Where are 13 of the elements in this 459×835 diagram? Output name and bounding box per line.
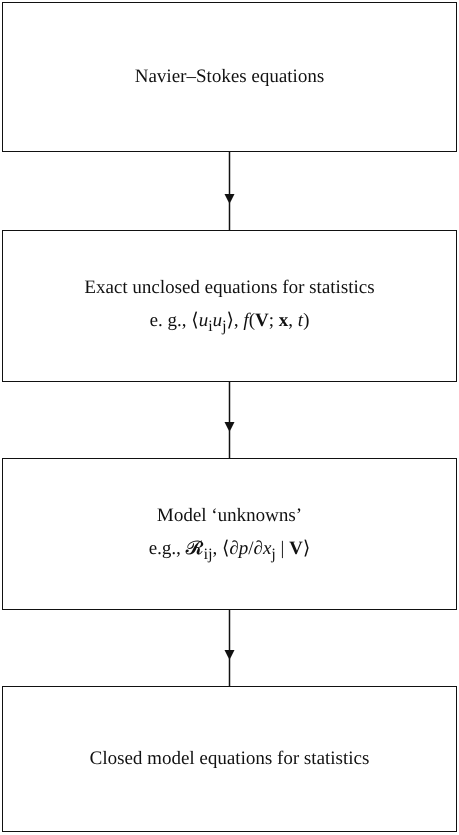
arrow bbox=[224, 610, 234, 686]
process-box bbox=[2, 2, 457, 152]
process-box bbox=[2, 458, 457, 610]
box-title: Navier–Stokes equations bbox=[134, 66, 324, 88]
process-box bbox=[2, 686, 457, 832]
box-title: Model ‘unknowns’ bbox=[156, 504, 302, 527]
arrow bbox=[224, 152, 234, 230]
example-formula: e. g., ⟨u$_{i}$u$_{j}$⟩, f(V; x, t) bbox=[150, 308, 310, 336]
box-title: Exact unclosed equations for statistics bbox=[84, 276, 375, 299]
box-title: Closed model equations for statistics bbox=[90, 748, 370, 770]
process-box bbox=[2, 230, 457, 382]
example-formula: e.g., 𝓡$_{ij}$, ⟨∂p/∂x$_{j}$ | V⟩ bbox=[148, 536, 310, 564]
arrow bbox=[224, 382, 234, 458]
